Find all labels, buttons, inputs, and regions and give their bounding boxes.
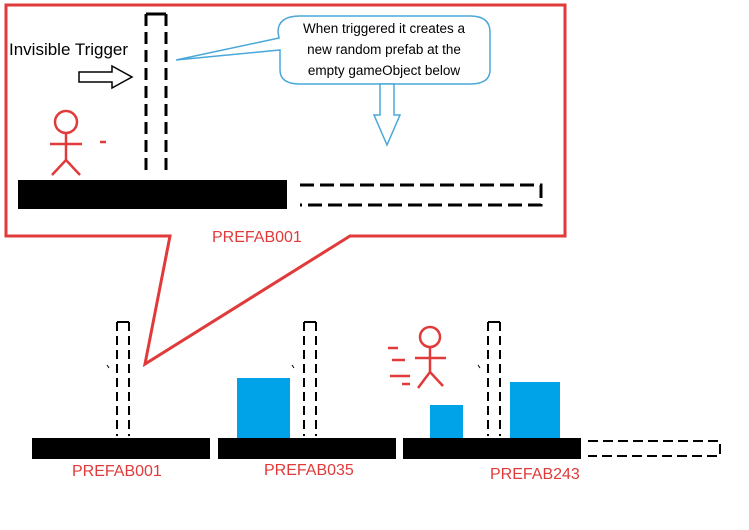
prefab-1-label: PREFAB001 xyxy=(72,463,162,480)
zoom-player-figure xyxy=(50,109,82,176)
prefab-1-marker xyxy=(106,364,110,369)
zoom-prefab-label: PREFAB001 xyxy=(212,229,302,246)
zoom-invisible-trigger xyxy=(144,12,168,174)
player-motion-lines xyxy=(388,346,410,386)
prefab-3-trigger xyxy=(487,321,501,436)
zoom-empty-gameobject xyxy=(300,183,543,207)
prefab-3-label: PREFAB243 xyxy=(490,466,580,483)
prefab-3-marker xyxy=(477,364,481,369)
invisible-trigger-label: Invisible Trigger xyxy=(9,40,129,59)
prefab-2-marker xyxy=(291,364,295,369)
prefab-2-label: PREFAB035 xyxy=(264,462,354,479)
prefab-2-block xyxy=(237,378,290,438)
prefab-2-platform xyxy=(218,438,396,459)
prefab-1-platform xyxy=(32,438,210,459)
down-arrow-icon xyxy=(372,83,402,147)
right-arrow-icon xyxy=(78,64,134,90)
prefab-3-block-large xyxy=(510,382,560,438)
callout-line-3: empty gameObject below xyxy=(307,63,461,78)
prefab-3-platform xyxy=(403,438,581,459)
prefab-3-block-small xyxy=(430,405,463,438)
zoom-platform xyxy=(18,180,287,209)
callout-line-1: When triggered it creates a xyxy=(302,21,466,36)
next-empty-gameobject xyxy=(588,440,721,457)
callout-line-2: new random prefab at the xyxy=(307,42,461,57)
prefab-2-trigger xyxy=(303,321,317,436)
callout-text: When triggered it creates a new random p… xyxy=(281,18,487,81)
player-figure xyxy=(415,325,446,389)
prefab-1-trigger xyxy=(116,321,130,436)
speech-bubble xyxy=(175,15,491,85)
